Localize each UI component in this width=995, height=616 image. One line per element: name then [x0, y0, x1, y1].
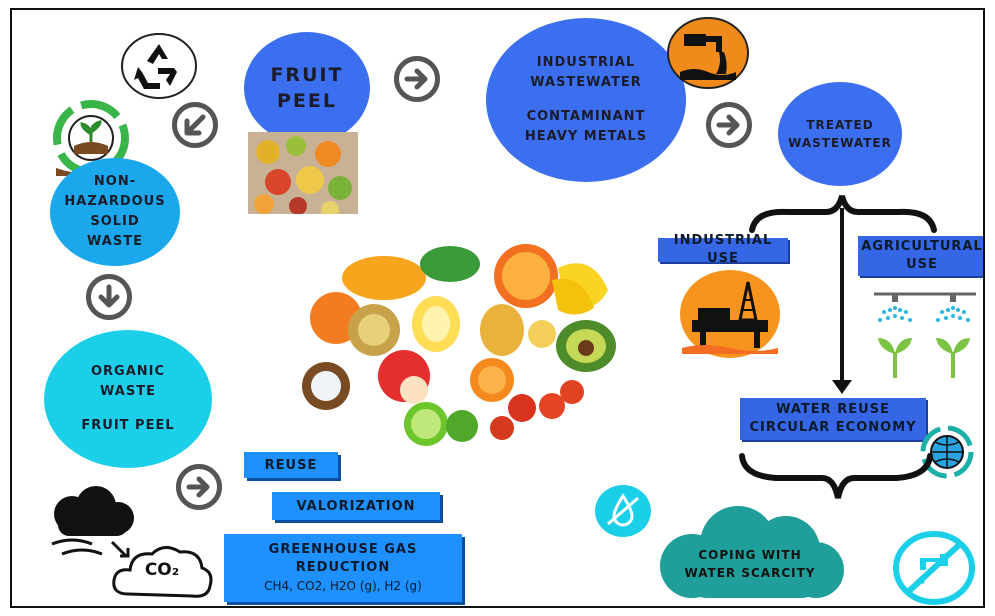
industrial-line: CONTAMINANT [526, 109, 646, 124]
organic-line: WASTE [100, 384, 156, 399]
industrial-use-label: INDUSTRIAL USE [658, 233, 788, 266]
bracket-top [748, 190, 938, 396]
arrow-right-icon [706, 102, 752, 148]
coping-cloud: COPING WITH WATER SCARCITY [652, 504, 848, 602]
co2-text: CO₂ [144, 560, 180, 580]
bracket-bottom [736, 450, 936, 504]
nonhaz-line: SOLID [90, 214, 140, 229]
ghg-title-line: REDUCTION [295, 560, 391, 575]
fruit-peel-line: PEEL [277, 90, 337, 112]
industrial-use-text: INDUSTRIAL USE [673, 233, 773, 266]
ghg-gases-text: CH4, CO2, H2O (g), H2 (g) [264, 579, 422, 593]
treated-wastewater-node: TREATED WASTEWATER [778, 82, 902, 186]
water-reuse-label: WATER REUSE CIRCULAR ECONOMY [740, 398, 926, 440]
fruit-peel-line: FRUIT [270, 64, 344, 86]
arrow-right-icon [394, 56, 440, 102]
nonhaz-line: NON- [93, 174, 137, 189]
valorization-text: VALORIZATION [296, 498, 416, 514]
nonhaz-line: HAZARDOUS [64, 194, 166, 209]
agricultural-use-label: AGRICULTURAL USE [858, 236, 983, 276]
agricultural-use-text: USE [906, 257, 938, 272]
organic-line: FRUIT PEEL [81, 418, 175, 433]
arrow-right-icon [176, 464, 222, 510]
industrial-line: HEAVY METALS [524, 129, 648, 144]
industrial-wastewater-node: INDUSTRIAL WASTEWATER CONTAMINANT HEAVY … [486, 18, 686, 182]
nonhaz-line: WASTE [87, 234, 143, 249]
oil-rig-icon [678, 268, 782, 360]
treated-line: WASTEWATER [788, 136, 892, 150]
valorization-label: VALORIZATION [272, 492, 440, 520]
water-reuse-text: WATER REUSE [776, 402, 890, 417]
fruit-peel-node: FRUIT PEEL [244, 32, 370, 144]
diagram-frame: FRUIT PEEL INDUSTRIAL WASTEWA [10, 8, 985, 608]
organic-waste-node: ORGANIC WASTE FRUIT PEEL [44, 330, 212, 468]
smoke-cloud-icon [42, 484, 142, 564]
reuse-label: REUSE [244, 452, 338, 478]
agricultural-use-text: AGRICULTURAL [861, 239, 983, 254]
wastewater-pipe-icon [666, 16, 750, 90]
arrow-down-icon [86, 274, 132, 320]
globe-icon [914, 422, 980, 482]
ghg-reduction-box: GREENHOUSE GAS REDUCTION CH4, CO2, H2O (… [224, 534, 462, 602]
non-hazardous-waste-node: NON- HAZARDOUS SOLID WASTE [50, 158, 180, 266]
co2-cloud-icon: CO₂ [108, 538, 216, 606]
coping-text-block: COPING WITH WATER SCARCITY [652, 546, 848, 582]
sprinkler-plant-icon [870, 286, 980, 382]
industrial-line: INDUSTRIAL [536, 55, 636, 70]
arrow-down-left-icon [172, 102, 218, 148]
organic-line: ORGANIC [90, 364, 166, 379]
water-drop-off-icon [594, 484, 652, 538]
treated-line: TREATED [806, 118, 874, 132]
fruit-peel-photo [248, 132, 358, 214]
coping-line: WATER SCARCITY [684, 566, 816, 580]
industrial-line: WASTEWATER [530, 75, 642, 90]
ghg-title-line: GREENHOUSE GAS [268, 542, 418, 557]
water-reuse-text: CIRCULAR ECONOMY [749, 420, 917, 435]
recycle-icon [120, 32, 198, 100]
reuse-text: REUSE [264, 457, 318, 473]
coping-line: COPING WITH [698, 548, 802, 562]
fruits-illustration [296, 238, 636, 450]
no-tap-icon [892, 530, 976, 606]
